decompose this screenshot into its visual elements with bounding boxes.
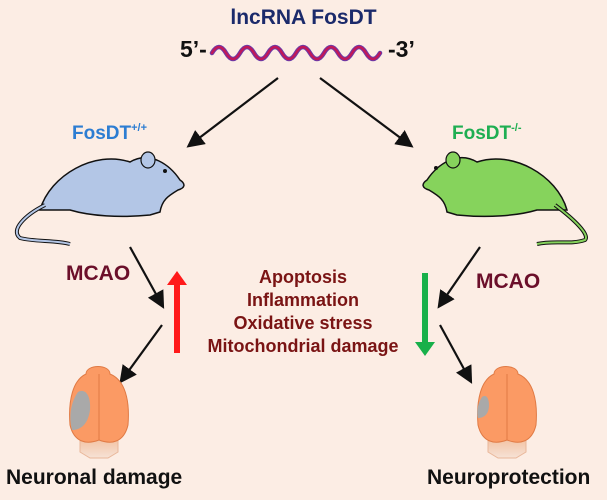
outcome-left-label: Neuronal damage xyxy=(6,466,183,489)
effect-item: Oxidative stress xyxy=(233,313,373,333)
mouse-ko-icon xyxy=(422,151,588,246)
arrow-to-wt xyxy=(186,77,279,148)
arrow-wt-mcao xyxy=(129,246,165,309)
effect-item: Apoptosis xyxy=(259,267,347,287)
outcome-right-label: Neuroprotection xyxy=(427,466,591,489)
effect-item: Mitochondrial damage xyxy=(207,336,399,356)
arrow-ko-to-brain xyxy=(439,324,473,384)
arrow-to-ko xyxy=(319,77,414,148)
genotype-wt-label: FosDT+/+ xyxy=(72,122,148,144)
diagram-title: lncRNA FosDT xyxy=(230,6,377,29)
effects-list: Apoptosis Inflammation Oxidative stress … xyxy=(192,266,414,358)
mcao-label-left: MCAO xyxy=(66,262,131,285)
brain-protected-icon xyxy=(477,366,537,459)
genotype-ko-label: FosDT-/- xyxy=(452,122,522,144)
decrease-arrow-icon xyxy=(415,273,435,356)
effect-item: Inflammation xyxy=(246,290,359,310)
three-prime-label: -3’ xyxy=(388,36,415,62)
arrow-wt-to-brain xyxy=(119,324,163,384)
mcao-label-right: MCAO xyxy=(476,270,541,293)
arrow-ko-mcao xyxy=(437,246,481,309)
five-prime-label: 5’- xyxy=(180,36,207,62)
mouse-wt-icon xyxy=(14,151,185,246)
increase-arrow-icon xyxy=(167,271,187,353)
brain-injured-icon xyxy=(69,366,129,459)
